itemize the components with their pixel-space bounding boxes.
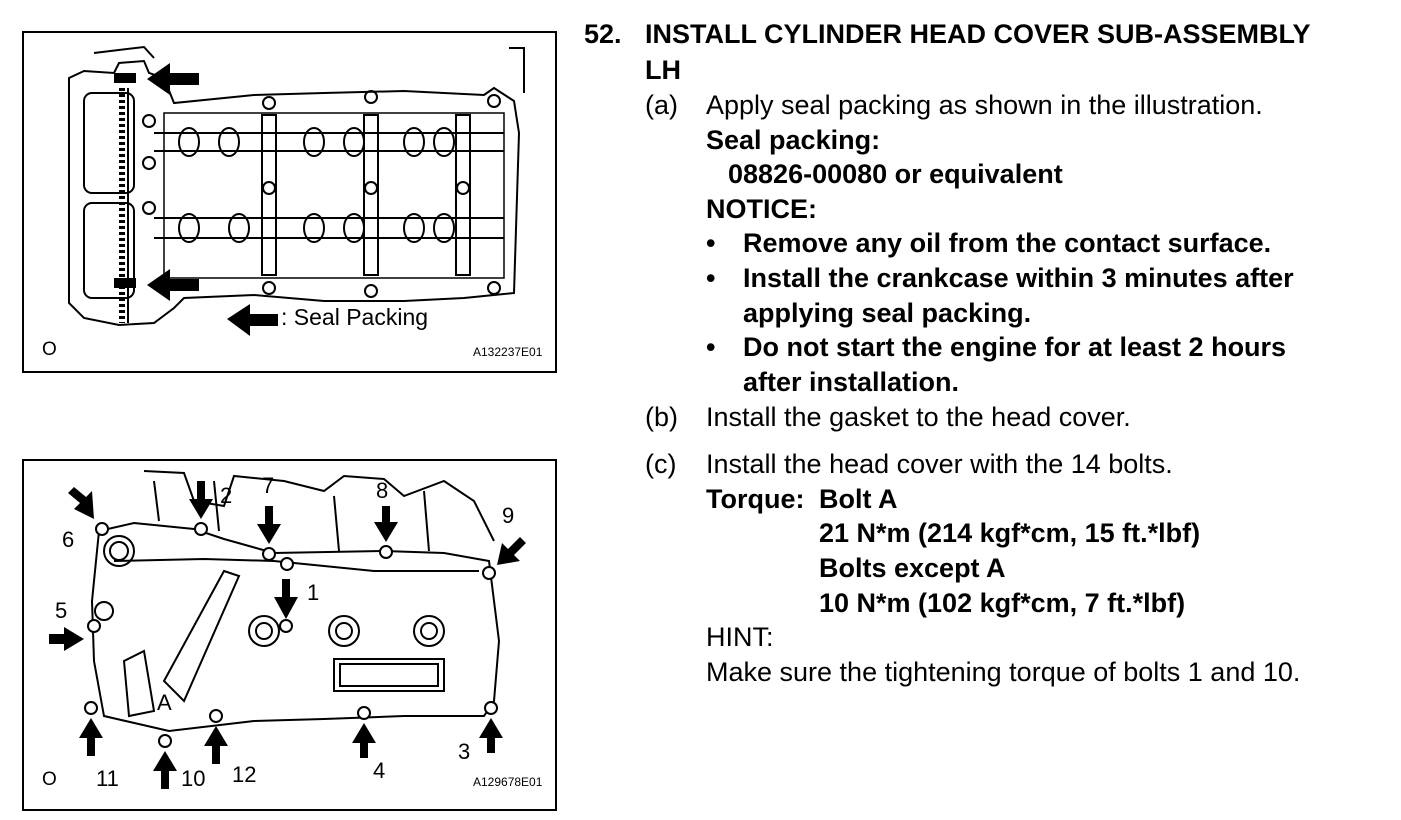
bolt-a-torque: 21 N*m (214 kgf*cm, 15 ft.*lbf): [819, 518, 1201, 548]
bullet-glyph: •: [706, 332, 716, 362]
sub-b-text: Install the gasket to the head cover.: [706, 402, 1131, 432]
bolt-label-10: 10: [181, 766, 206, 791]
notice-bullet-1: Remove any oil from the contact surface.: [743, 228, 1272, 258]
cylinder-head-drawing: [68, 45, 525, 336]
bolt-label-3: 3: [458, 739, 471, 764]
bolt-label-2: 2: [220, 483, 233, 508]
bullet-glyph: •: [706, 228, 716, 258]
point-label-a: A: [157, 690, 172, 715]
arrow-bolt-7: [257, 506, 281, 544]
seal-packing-illustration: : Seal Packing O A132237E01: [22, 31, 557, 373]
sub-a-marker: (a): [645, 90, 678, 120]
sub-a-text: Apply seal packing as shown in the illus…: [706, 90, 1263, 120]
figure-corner-mark: O: [42, 769, 57, 790]
arrow-bolt-9: [497, 537, 526, 565]
head-cover-bolt-illustration: 1 2 3 4 5 6 7 8 9 10 11 12 A O A129678E0…: [22, 459, 557, 811]
seal-arrow-bottom: [147, 269, 199, 301]
bolt-label-8: 8: [376, 478, 389, 503]
figure-corner-mark: O: [42, 339, 57, 360]
sub-c-text: Install the head cover with the 14 bolts…: [706, 449, 1173, 479]
sub-b-marker: (b): [645, 402, 678, 432]
arrow-bolt-4: [352, 723, 376, 758]
arrow-bolt-12: [204, 726, 228, 764]
notice-bullet-2: Install the crankcase within 3 minutes a…: [743, 263, 1294, 293]
step-number: 52.: [584, 19, 622, 49]
arrow-bolt-1: [274, 579, 298, 619]
bolts-except-torque: 10 N*m (102 kgf*cm, 7 ft.*lbf): [819, 588, 1186, 618]
notice-bullet-3-cont: after installation.: [743, 367, 960, 397]
legend-arrow: [227, 304, 278, 336]
notice-bullet-3: Do not start the engine for at least 2 h…: [743, 332, 1287, 362]
bolts-except-label: Bolts except A: [819, 553, 1006, 583]
arrow-bolt-5: [49, 627, 84, 651]
arrow-bolt-8: [374, 506, 398, 542]
seal-packing-legend: : Seal Packing: [281, 304, 429, 330]
arrow-bolt-6: [68, 487, 94, 519]
arrow-bolt-2: [189, 481, 213, 519]
head-cover-drawing: [49, 470, 526, 789]
notice-bullet-2-cont: applying seal packing.: [743, 298, 1032, 328]
sub-c-marker: (c): [645, 449, 677, 479]
arrow-bolt-11: [79, 718, 103, 756]
bolt-label-1: 1: [307, 580, 320, 605]
hint-text: Make sure the tightening torque of bolts…: [706, 657, 1301, 687]
step-title-line1: INSTALL CYLINDER HEAD COVER SUB-ASSEMBLY: [645, 19, 1311, 49]
figure-code: A132237E01: [473, 345, 543, 359]
step-title-line2: LH: [645, 55, 681, 85]
bolt-a-label: Bolt A: [819, 484, 898, 514]
bolt-label-11: 11: [96, 766, 119, 791]
seal-packing-label: Seal packing:: [706, 125, 881, 155]
notice-label: NOTICE:: [706, 194, 817, 224]
bolt-label-4: 4: [373, 758, 386, 783]
bullet-glyph: •: [706, 263, 716, 293]
seal-packing-value: 08826-00080 or equivalent: [728, 159, 1063, 189]
arrow-bolt-10: [153, 751, 177, 789]
hint-label: HINT:: [706, 622, 774, 652]
figure-code: A129678E01: [473, 775, 543, 789]
bolt-label-12: 12: [232, 762, 257, 787]
bolt-label-9: 9: [502, 503, 515, 528]
bolt-label-5: 5: [55, 598, 68, 623]
seal-arrow-top: [147, 63, 199, 95]
bolt-label-7: 7: [262, 473, 275, 498]
arrow-bolt-3: [479, 718, 503, 753]
torque-label: Torque:: [706, 484, 805, 514]
bolt-label-6: 6: [62, 527, 75, 552]
